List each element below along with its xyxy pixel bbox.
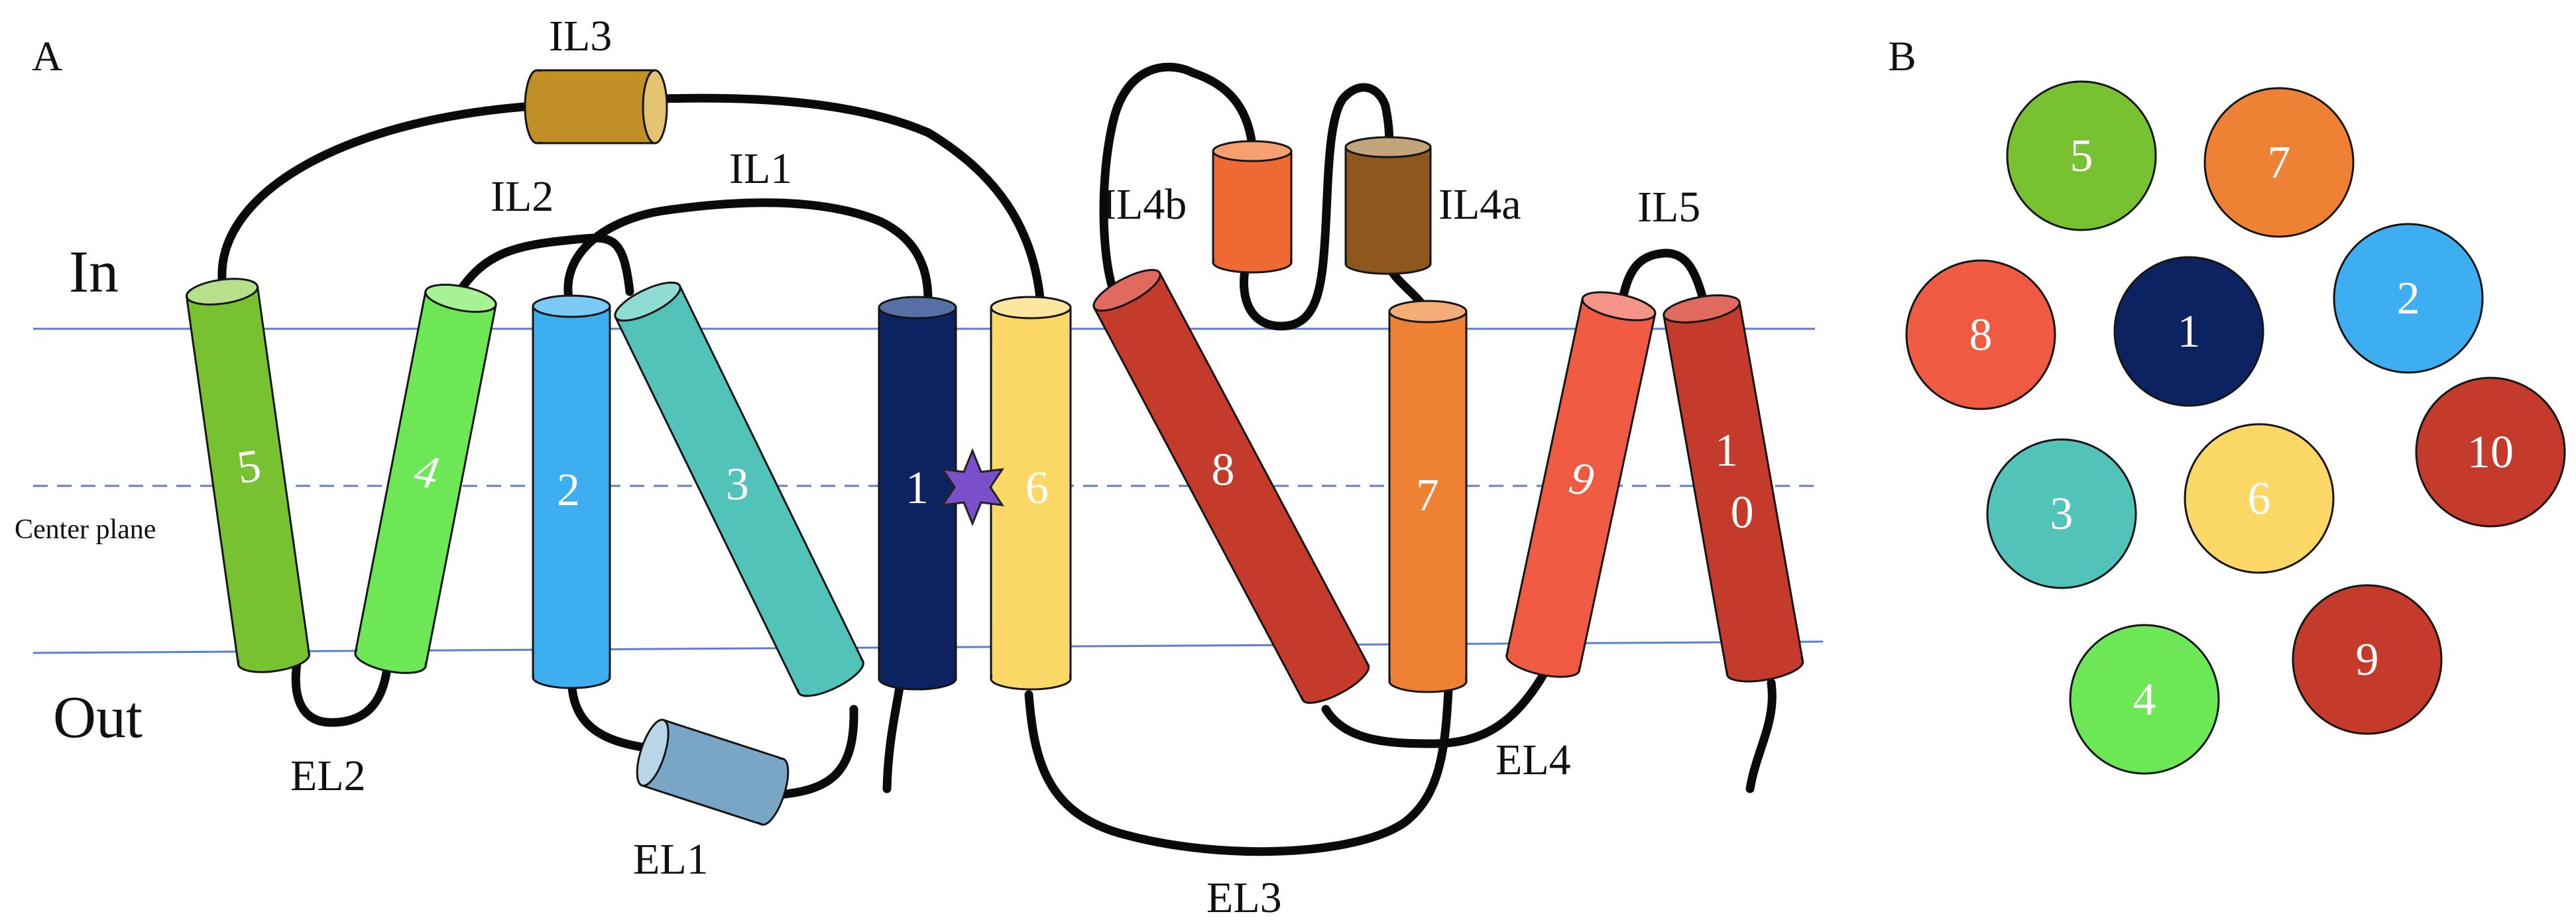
top-view-helix-7: 7 — [2203, 87, 2355, 238]
label-el2: EL2 — [290, 752, 366, 800]
short-helix-il4b — [1212, 140, 1293, 274]
helix-8-top-cap — [1092, 268, 1161, 312]
panel-b-label: B — [1888, 32, 1916, 80]
helix-2-top-cap — [532, 294, 611, 318]
helix-9: 9 — [1505, 291, 1657, 678]
helix-7: 7 — [1388, 300, 1468, 693]
loop-el1-right — [764, 705, 858, 800]
helix-8-label: 8 — [1212, 445, 1235, 496]
helix-10: 1 0 — [1663, 294, 1804, 683]
helix-3-top-cap — [614, 281, 681, 322]
ligand-star — [940, 448, 1005, 526]
label-el3: EL3 — [1206, 874, 1282, 922]
helix-1-label: 1 — [906, 463, 929, 514]
loop-il4-left — [1099, 62, 1258, 296]
top-view-helix-2-label: 2 — [2397, 273, 2420, 324]
loop-el4 — [1321, 668, 1549, 748]
loop-il4-mid — [1240, 83, 1393, 331]
helix-6: 6 — [990, 296, 1072, 691]
top-view-helix-5-label: 5 — [2070, 131, 2093, 182]
loop-il1 — [563, 198, 933, 310]
label-el1: EL1 — [633, 835, 709, 884]
helix-2-label: 2 — [557, 465, 580, 516]
helix-2: 2 — [532, 294, 611, 689]
helix-6-top-cap — [990, 296, 1072, 319]
helix-9-top-cap — [1581, 291, 1657, 321]
loop-el1 — [567, 671, 661, 754]
top-view-helix-7-label: 7 — [2268, 137, 2291, 188]
top-view-helix-8: 8 — [1905, 259, 2056, 410]
top-view-helix-10-label: 10 — [2467, 427, 2514, 478]
top-view-helix-5: 5 — [2006, 80, 2157, 231]
in-side-label: In — [69, 239, 119, 305]
loop-el3 — [1024, 685, 1453, 856]
helix-8: 8 — [1092, 268, 1370, 704]
top-view-helix-9-label: 9 — [2356, 634, 2379, 685]
helix-3-label: 3 — [726, 459, 749, 510]
helix-7-label: 7 — [1416, 470, 1439, 521]
helix-10-top-cap — [1663, 294, 1741, 323]
top-view-helix-4-label: 4 — [2133, 674, 2156, 725]
top-view-helix-3-label: 3 — [2050, 489, 2074, 540]
helix-10-label-top: 1 — [1715, 426, 1738, 477]
helix-10-label-bottom: 0 — [1731, 487, 1754, 538]
label-il4a: IL4a — [1438, 180, 1521, 229]
top-view-helix-1-label: 1 — [2178, 306, 2201, 357]
loop-il5 — [1617, 249, 1710, 310]
top-view-helix-6: 6 — [2184, 423, 2335, 574]
center-plane-label: Center plane — [15, 514, 156, 545]
short-helix-el1 — [636, 719, 790, 826]
top-view-helix-9: 9 — [2292, 584, 2443, 735]
top-view-helix-4: 4 — [2069, 624, 2220, 775]
short-helix-il4a — [1344, 136, 1432, 275]
helix-4: 4 — [354, 284, 497, 674]
helix-1: 1 — [878, 296, 957, 691]
top-view-helix-10: 10 — [2415, 376, 2566, 528]
top-view-helix-1: 1 — [2113, 256, 2264, 407]
helix-3: 3 — [614, 281, 864, 697]
top-view-helix-2: 2 — [2333, 223, 2484, 374]
loop-il2 — [453, 233, 634, 300]
helix-7-top-cap — [1388, 300, 1468, 323]
helix-5: 5 — [185, 278, 311, 673]
label-el4: EL4 — [1495, 736, 1571, 784]
top-view-helix-8-label: 8 — [1969, 310, 1993, 361]
label-il1: IL1 — [729, 144, 792, 193]
top-view: 5 7 8 1 2 10 3 6 — [1905, 80, 2566, 775]
helix-5-top-cap — [185, 278, 259, 306]
tail-helix1 — [882, 671, 906, 793]
label-il5: IL5 — [1637, 183, 1700, 231]
panel-a-label: A — [32, 32, 62, 80]
short-helix-il3 — [524, 69, 668, 144]
loop-el2 — [291, 658, 392, 727]
label-il4b: IL4b — [1102, 180, 1187, 229]
helix-6-label: 6 — [1025, 463, 1049, 514]
loop-il3 — [217, 93, 1045, 310]
helix-1-top-cap — [878, 296, 957, 319]
out-side-label: Out — [53, 685, 143, 750]
helix-4-top-cap — [424, 284, 497, 313]
tail-helix10 — [1745, 678, 1777, 793]
label-il3: IL3 — [549, 12, 612, 60]
label-il2: IL2 — [491, 172, 554, 221]
loops — [217, 62, 1777, 856]
top-view-helix-6-label: 6 — [2248, 473, 2271, 524]
top-view-helix-3: 3 — [1986, 438, 2137, 589]
